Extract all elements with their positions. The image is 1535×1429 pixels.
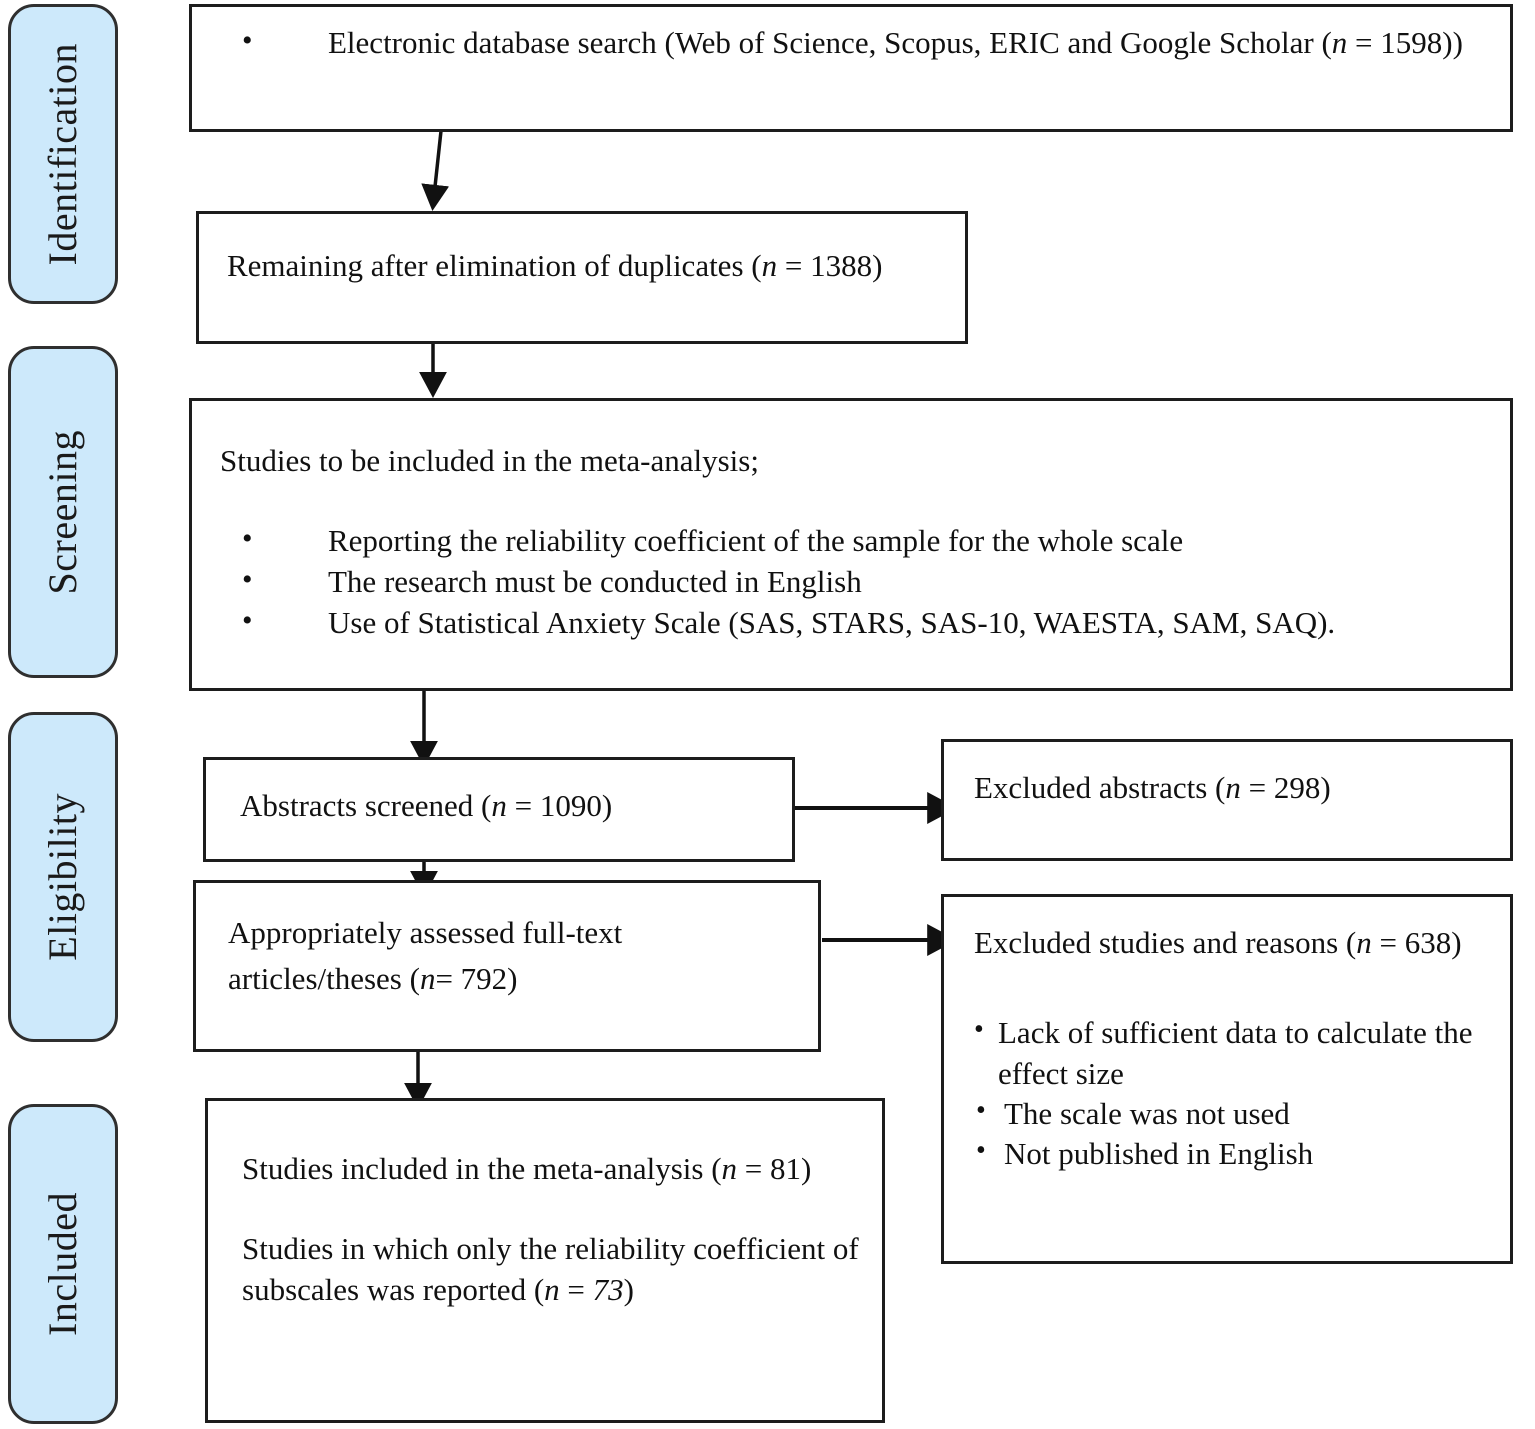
stage-label-eligibility: Eligibility (8, 712, 118, 1042)
box-included-studies-content: Studies included in the meta-analysis (n… (208, 1101, 882, 1320)
excluded-studies-reasons: Lack of sufficient data to calculate the… (974, 1012, 1488, 1174)
excluded-studies-heading: Excluded studies and reasons (n = 638) (974, 923, 1488, 963)
subscales-close: ) (623, 1271, 634, 1307)
stage-label-identification: Identification (8, 4, 118, 304)
box-abstracts-screened-content: Abstracts screened (n = 1090) (206, 760, 792, 836)
list-item: Not published in English (974, 1133, 1488, 1174)
excluded-studies-text: Excluded studies and reasons ( (974, 925, 1357, 960)
box-inclusion-criteria: Studies to be included in the meta-analy… (189, 398, 1513, 691)
list-item: Use of Statistical Anxiety Scale (SAS, S… (220, 601, 1488, 644)
database-search-text: Electronic database search (Web of Scien… (328, 25, 1332, 60)
list-item: The scale was not used (974, 1093, 1488, 1134)
subscales-equals: = (559, 1271, 593, 1307)
box-inclusion-criteria-content: Studies to be included in the meta-analy… (192, 401, 1510, 654)
box-abstracts-screened: Abstracts screened (n = 1090) (203, 757, 795, 862)
n-symbol: n (1331, 25, 1348, 60)
n-symbol: n (721, 1151, 738, 1186)
duplicates-text: Remaining after elimination of duplicate… (227, 248, 762, 283)
box-excluded-studies-content: Excluded studies and reasons (n = 638) L… (944, 897, 1510, 1184)
box-fulltext-assessed: Appropriately assessed full-text article… (193, 880, 821, 1052)
excluded-studies-count: = 638) (1371, 925, 1462, 960)
fulltext-assessed-line2: articles/theses (n= 792) (228, 959, 796, 999)
stage-label-identification-text: Identification (40, 42, 85, 266)
list-item: Lack of sufficient data to calculate the… (974, 1012, 1488, 1094)
box-duplicates-removed: Remaining after elimination of duplicate… (196, 211, 968, 344)
n-symbol: n (1225, 770, 1241, 805)
n-symbol: n (1356, 925, 1372, 960)
connector-search-to-duplicates (421, 130, 450, 211)
stage-label-screening: Screening (8, 346, 118, 678)
inclusion-criteria-list: Reporting the reliability coefficient of… (220, 519, 1488, 644)
box-excluded-abstracts: Excluded abstracts (n = 298) (941, 739, 1513, 861)
excluded-abstracts-line: Excluded abstracts (n = 298) (974, 768, 1488, 808)
box-database-search-content: Electronic database search (Web of Scien… (192, 7, 1510, 74)
stage-label-included: Included (8, 1104, 118, 1424)
database-search-count: = 1598)) (1347, 25, 1463, 60)
abstracts-screened-text: Abstracts screened ( (240, 788, 492, 823)
abstracts-screened-line: Abstracts screened (n = 1090) (240, 786, 770, 826)
box-fulltext-assessed-content: Appropriately assessed full-text article… (196, 883, 818, 1010)
box-duplicates-removed-content: Remaining after elimination of duplicate… (199, 214, 965, 296)
abstracts-screened-count: = 1090) (506, 788, 613, 823)
n-symbol: n (761, 248, 778, 283)
subscales-text: Studies in which only the reliability co… (242, 1231, 859, 1307)
included-studies-line1: Studies included in the meta-analysis (n… (242, 1149, 860, 1189)
database-search-list: Electronic database search (Web of Scien… (220, 21, 1488, 64)
box-included-studies: Studies included in the meta-analysis (n… (205, 1098, 885, 1423)
box-database-search: Electronic database search (Web of Scien… (189, 4, 1513, 132)
stage-label-screening-text: Screening (40, 429, 85, 595)
n-symbol: n (419, 961, 436, 997)
inclusion-criteria-heading: Studies to be included in the meta-analy… (220, 443, 759, 478)
stage-label-included-text: Included (40, 1192, 85, 1336)
list-item: The research must be conducted in Englis… (220, 560, 1488, 603)
n-symbol: n (544, 1271, 560, 1307)
fulltext-assessed-text: articles/theses ( (228, 961, 420, 997)
fulltext-assessed-line1: Appropriately assessed full-text (228, 915, 623, 950)
excluded-abstracts-text: Excluded abstracts ( (974, 770, 1226, 805)
n-symbol: n (491, 788, 507, 823)
list-item: Electronic database search (Web of Scien… (220, 21, 1488, 64)
list-item: Reporting the reliability coefficient of… (220, 519, 1488, 562)
excluded-abstracts-count: = 298) (1240, 770, 1331, 805)
stage-label-eligibility-text: Eligibility (40, 793, 85, 961)
subscales-count: 73 (592, 1271, 624, 1307)
included-studies-count: = 81) (737, 1151, 812, 1186)
box-excluded-abstracts-content: Excluded abstracts (n = 298) (944, 742, 1510, 818)
duplicates-count: = 1388) (777, 248, 883, 283)
included-studies-line2: Studies in which only the reliability co… (242, 1229, 860, 1310)
box-excluded-studies: Excluded studies and reasons (n = 638) L… (941, 894, 1513, 1264)
fulltext-assessed-count: = 792) (435, 961, 518, 997)
duplicates-line: Remaining after elimination of duplicate… (227, 246, 943, 286)
included-studies-text: Studies included in the meta-analysis ( (242, 1151, 722, 1186)
